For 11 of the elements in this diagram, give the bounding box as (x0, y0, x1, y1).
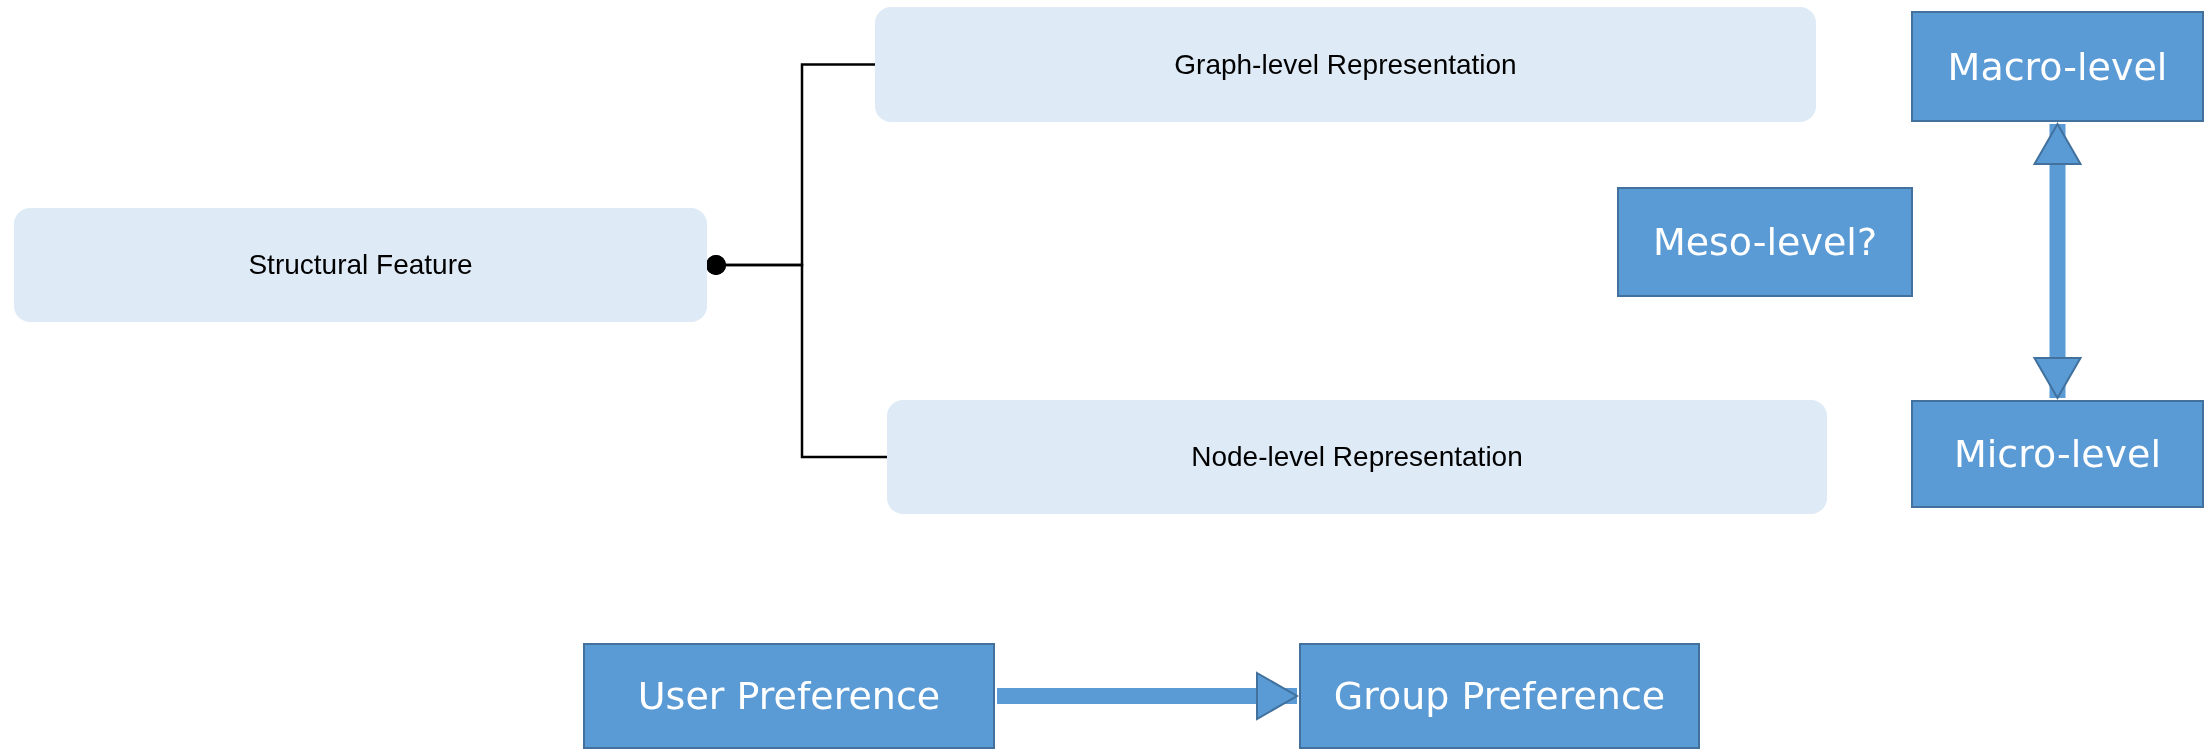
level-box: Meso-level? (1617, 187, 1913, 297)
level-box: Micro-level (1911, 400, 2204, 508)
rounded-box: Structural Feature (14, 208, 707, 322)
block-arrow (997, 672, 1298, 720)
rounded-box: Graph-level Representation (875, 7, 1816, 122)
level-box: Group Preference (1299, 643, 1700, 749)
level-box: User Preference (583, 643, 995, 749)
connector-line (706, 255, 887, 459)
level-box: Macro-level (1911, 11, 2204, 122)
rounded-box: Node-level Representation (887, 400, 1827, 514)
block-arrow (2033, 123, 2082, 399)
